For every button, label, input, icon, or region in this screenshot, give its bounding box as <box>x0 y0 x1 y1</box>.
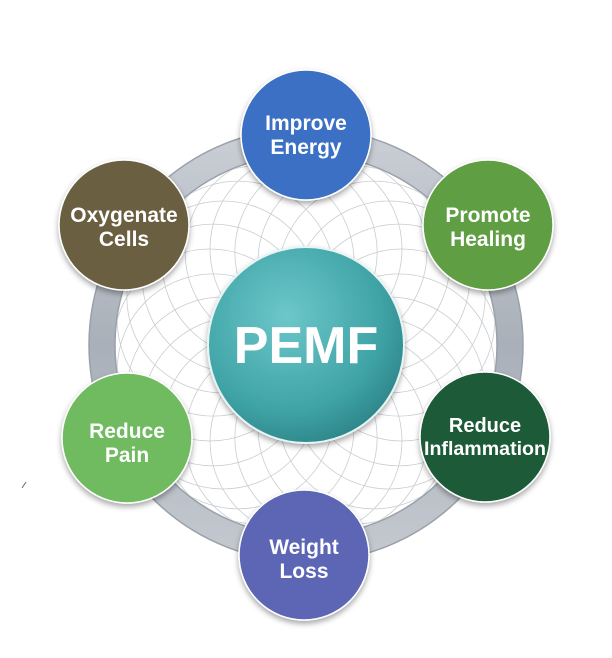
node-label-line-2: Loss <box>279 560 328 583</box>
stray-mark <box>21 481 27 489</box>
node-label-line-1: Promote <box>445 204 530 227</box>
node-label-line-1: Reduce <box>449 415 521 437</box>
node-circle <box>419 371 551 503</box>
center-label: PEMF <box>234 317 378 375</box>
node-label-line-1: Oxygenate <box>70 204 177 227</box>
node-promote-healing: Promote Healing <box>422 159 554 291</box>
node-circle <box>238 489 370 621</box>
node-label-line-2: Pain <box>105 444 149 467</box>
node-circle <box>240 69 372 201</box>
node-label-line-1: Improve <box>265 112 347 135</box>
node-improve-energy: Improve Energy <box>240 69 372 201</box>
node-oxygenate-cells: Oxygenate Cells <box>58 159 190 291</box>
center-circle <box>207 246 405 444</box>
node-label-line-1: Reduce <box>89 420 165 443</box>
node-reduce-pain: Reduce Pain <box>61 372 193 504</box>
node-reduce-inflammation: Reduce Inflammation <box>419 371 551 503</box>
node-label-line-2: Cells <box>99 228 149 251</box>
node-label-line-2: Energy <box>270 136 342 159</box>
center-node <box>207 246 405 444</box>
node-circle <box>61 372 193 504</box>
node-label-line-1: Weight <box>269 536 339 559</box>
node-label-line-2: Healing <box>450 228 526 251</box>
node-circle <box>58 159 190 291</box>
node-circle <box>422 159 554 291</box>
node-label-line-2: Inflammation <box>424 439 546 460</box>
node-weight-loss: Weight Loss <box>238 489 370 621</box>
